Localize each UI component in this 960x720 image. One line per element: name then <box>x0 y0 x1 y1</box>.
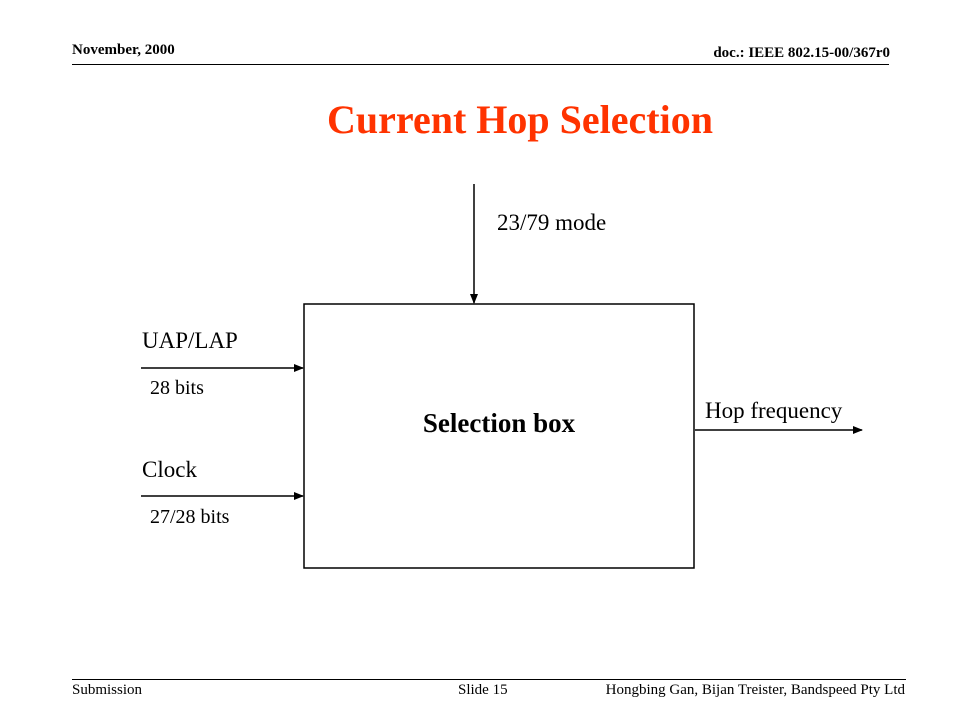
slide-title: Current Hop Selection <box>327 97 713 142</box>
footer-divider <box>72 679 906 680</box>
uap-lap-bits-label: 28 bits <box>150 377 204 399</box>
selection-box-label: Selection box <box>422 408 576 438</box>
hop-frequency-label: Hop frequency <box>705 398 843 423</box>
uap-lap-label: UAP/LAP <box>142 328 238 353</box>
footer-slide-number: Slide 15 <box>458 682 508 698</box>
mode-label: 23/79 mode <box>497 210 607 235</box>
clock-bits-label: 27/28 bits <box>150 506 230 528</box>
header-date: November, 2000 <box>72 42 175 58</box>
selection-box <box>303 303 695 569</box>
header-doc-id: doc.: IEEE 802.15-00/367r0 <box>713 45 890 61</box>
footer-submission: Submission <box>72 682 143 698</box>
header-divider <box>72 64 889 65</box>
footer-authors: Hongbing Gan, Bijan Treister, Bandspeed … <box>605 682 905 698</box>
clock-label: Clock <box>142 457 197 482</box>
